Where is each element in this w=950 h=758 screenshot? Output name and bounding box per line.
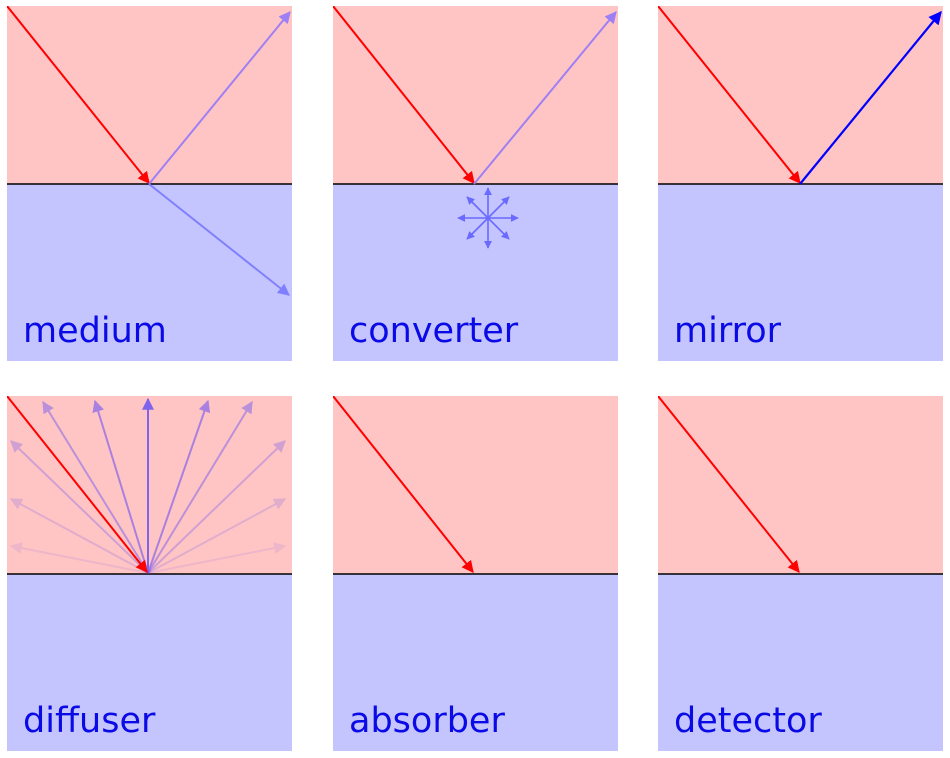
incident-ray (333, 6, 475, 184)
panel-absorber: absorber (333, 396, 618, 751)
panel-label: absorber (349, 701, 505, 741)
panel-mirror: mirror (658, 6, 943, 361)
panel-diffuser: diffuser (7, 396, 292, 751)
reflected-ray (473, 11, 617, 185)
refracted-ray (148, 183, 290, 296)
upper-medium-region (333, 6, 618, 184)
reflected-ray (799, 10, 942, 185)
incident-ray (333, 396, 474, 573)
panel-label: medium (23, 311, 167, 351)
incident-ray (7, 396, 148, 573)
upper-medium-region (7, 396, 292, 574)
lower-medium-region (333, 184, 618, 361)
panel-label: mirror (674, 311, 782, 351)
incident-ray (658, 396, 800, 573)
lower-medium-region (658, 184, 943, 361)
lower-medium-region (7, 574, 292, 751)
panel-converter: converter (333, 6, 618, 361)
upper-medium-region (333, 396, 618, 574)
upper-medium-region (658, 6, 943, 184)
lower-medium-region (333, 574, 618, 751)
panel-label: diffuser (23, 701, 156, 741)
emission-burst (457, 187, 519, 249)
upper-medium-region (658, 396, 943, 574)
incident-ray (7, 6, 150, 184)
diffuse-rays (9, 397, 287, 574)
lower-medium-region (658, 574, 943, 751)
panel-label: detector (674, 701, 822, 741)
panel-medium: medium (7, 6, 292, 361)
panel-detector: detector (658, 396, 943, 751)
panel-label: converter (349, 311, 519, 351)
incident-ray (658, 6, 801, 184)
upper-medium-region (7, 6, 292, 184)
lower-medium-region (7, 184, 292, 361)
reflected-ray (148, 11, 291, 185)
